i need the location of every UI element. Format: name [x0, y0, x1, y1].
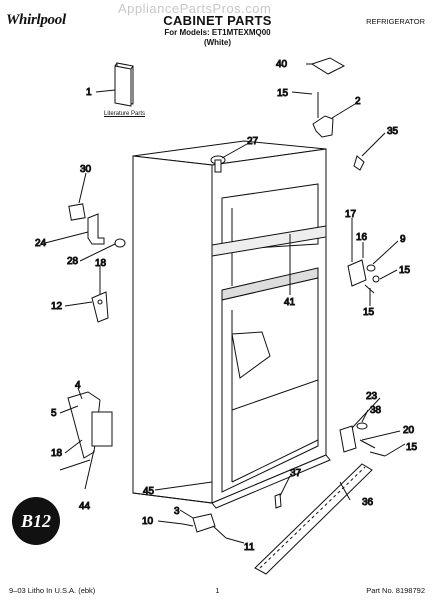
callout-27: 27 — [247, 136, 259, 147]
callout-15a: 15 — [277, 88, 289, 99]
callout-10: 10 — [142, 516, 154, 527]
part-hinge-cover — [353, 155, 365, 171]
watermark: AppliancePartsPros.com — [118, 1, 272, 16]
callout-9: 9 — [400, 234, 406, 245]
brand-logo: Whirlpool — [6, 12, 66, 28]
callout-24: 24 — [35, 238, 47, 249]
callout-28: 28 — [67, 256, 79, 267]
callout-23: 23 — [366, 391, 378, 402]
callout-15c: 15 — [363, 307, 375, 318]
page-title: CABINET PARTS — [163, 13, 272, 28]
callout-18a: 18 — [95, 258, 107, 269]
callout-20: 20 — [403, 425, 415, 436]
callout-38: 38 — [370, 405, 382, 416]
model-line: For Models: ET1MTEXMQ00 — [164, 28, 271, 37]
callout-37: 37 — [290, 468, 302, 479]
callout-12: 12 — [51, 301, 63, 312]
callout-11: 11 — [244, 542, 255, 553]
callout-2: 2 — [355, 96, 361, 107]
callout-3: 3 — [174, 506, 180, 517]
callout-17: 17 — [345, 209, 357, 220]
callout-16: 16 — [356, 232, 368, 243]
footer-litho: 9–03 Litho In U.S.A. (ebk) — [9, 586, 96, 595]
callout-44: 44 — [79, 501, 91, 512]
callout-36: 36 — [362, 497, 374, 508]
cabinet-body — [132, 140, 331, 509]
callout-18b: 18 — [51, 448, 63, 459]
callout-15b: 15 — [399, 265, 411, 276]
callout-15d: 15 — [406, 442, 418, 453]
callout-4: 4 — [75, 380, 81, 391]
footer-part-number: Part No. 8198792 — [366, 586, 425, 595]
color-line: (White) — [203, 38, 232, 47]
callout-5: 5 — [51, 408, 57, 419]
callout-1: 1 — [86, 87, 92, 98]
badge-logo: B12 — [12, 497, 60, 545]
callout-40: 40 — [276, 59, 288, 70]
literature-label: Literature Parts — [104, 111, 146, 117]
callout-30: 30 — [80, 164, 92, 175]
callout-45: 45 — [143, 486, 155, 497]
part-top-hinge — [312, 115, 334, 138]
category-label: REFRIGERATOR — [366, 17, 425, 26]
footer-page-number: 1 — [215, 586, 220, 595]
part-top-cap — [310, 57, 346, 75]
callout-41: 41 — [284, 297, 296, 308]
callout-35: 35 — [387, 126, 399, 137]
literature-booklet — [114, 62, 134, 107]
